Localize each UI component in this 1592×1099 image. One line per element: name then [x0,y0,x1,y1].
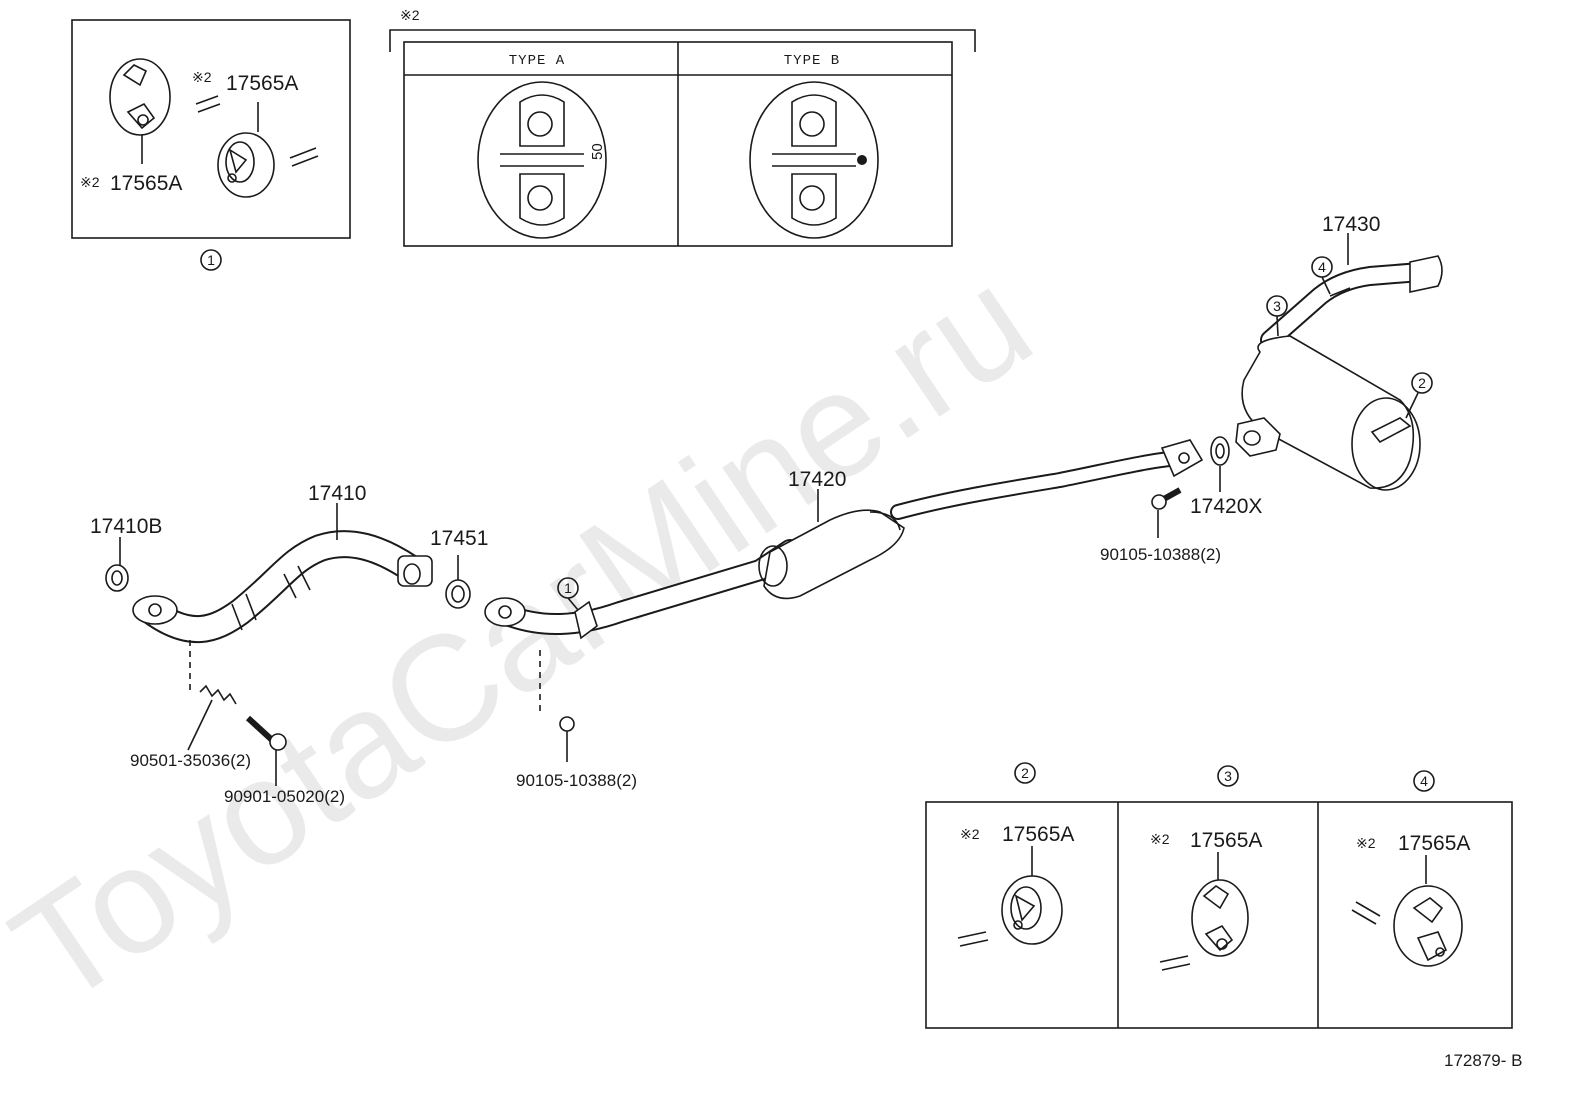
front-pipe-17410 [132,530,433,644]
watermark: ToyotaCarMine.ru [0,235,1059,1036]
svg-text:2: 2 [1418,375,1426,391]
inset-hangers: 2 3 4 ※2 17565A ※2 17565A [925,762,1513,1029]
hanger-pin-icon [289,147,319,167]
note-mark: ※2 [80,174,100,190]
callout-2: 2 [1405,372,1433,419]
bolt-icon [559,716,575,762]
note-mark: ※2 [400,7,420,23]
spring-icon [199,684,237,705]
part-label-17565A: 17565A [1002,823,1074,846]
part-label-17410: 17410 [308,482,366,505]
gasket-17420X [1210,436,1230,492]
svg-text:3: 3 [1273,298,1281,314]
hanger-pin-icon [1159,955,1191,971]
callout-1: 1 [557,577,579,611]
part-label-17410B: 17410B [90,515,162,538]
tail-pipe-muffler-17430 [1235,255,1443,491]
hanger-rubber-round-icon [1001,875,1063,945]
part-label-17430: 17430 [1322,213,1380,236]
type-a-mark: 50 [589,143,606,160]
callout-3: 3 [1266,295,1288,337]
svg-text:4: 4 [1318,259,1326,275]
svg-text:1: 1 [564,580,572,596]
callout-2-inset: 2 [1014,762,1036,784]
inset-1: ※2 17565A ※2 17565A [71,19,351,239]
note-mark: ※2 [960,826,980,842]
type-b-title: TYPE B [784,53,840,69]
gasket-17451 [445,555,471,609]
note-mark: ※2 [1150,831,1170,847]
type-a-hanger-icon: 50 [477,81,607,239]
types-box: ※2 TYPE A TYPE B 50 [389,7,976,247]
callout-4-inset: 4 [1413,770,1435,792]
callout-4: 4 [1311,256,1333,295]
svg-text:1: 1 [207,252,215,268]
part-label-17451: 17451 [430,527,488,550]
gasket-17410B [105,537,129,592]
part-label-17565A: 17565A [1398,832,1470,855]
hanger-pin-icon [957,931,989,947]
type-b-hanger-icon [749,81,879,239]
hanger-pin-icon [195,95,221,113]
hanger-rubber-round-icon [1393,885,1463,967]
part-label-spring: 90501-35036(2) [130,751,251,770]
part-label-17565A: 17565A [110,172,182,195]
type-a-title: TYPE A [509,53,565,69]
hanger-rubber-icon [109,58,171,164]
center-pipe-17420 [484,439,1204,640]
part-label-bolt-b: 90105-10388(2) [1100,545,1221,564]
svg-text:2: 2 [1021,765,1029,781]
part-label-17565A: 17565A [1190,829,1262,852]
part-label-17565A: 17565A [226,72,298,95]
bolt-icon [1151,487,1182,538]
note-mark: ※2 [1356,835,1376,851]
part-label-bolt-a: 90105-10388(2) [516,771,637,790]
note-mark: ※2 [192,69,212,85]
svg-text:4: 4 [1420,773,1428,789]
bolt-icon [245,715,287,751]
part-label-17420X: 17420X [1190,495,1262,518]
hanger-rubber-round-icon [217,102,275,198]
hanger-pin-icon [1351,901,1381,925]
callout-1-inset: 1 [200,249,222,271]
part-label-bolt-c: 90901-05020(2) [224,787,345,806]
callout-3-inset: 3 [1217,765,1239,787]
hanger-rubber-icon [1191,879,1249,957]
drawing-code: 172879- B [1444,1051,1522,1070]
part-label-17420: 17420 [788,468,846,491]
svg-text:3: 3 [1224,768,1232,784]
